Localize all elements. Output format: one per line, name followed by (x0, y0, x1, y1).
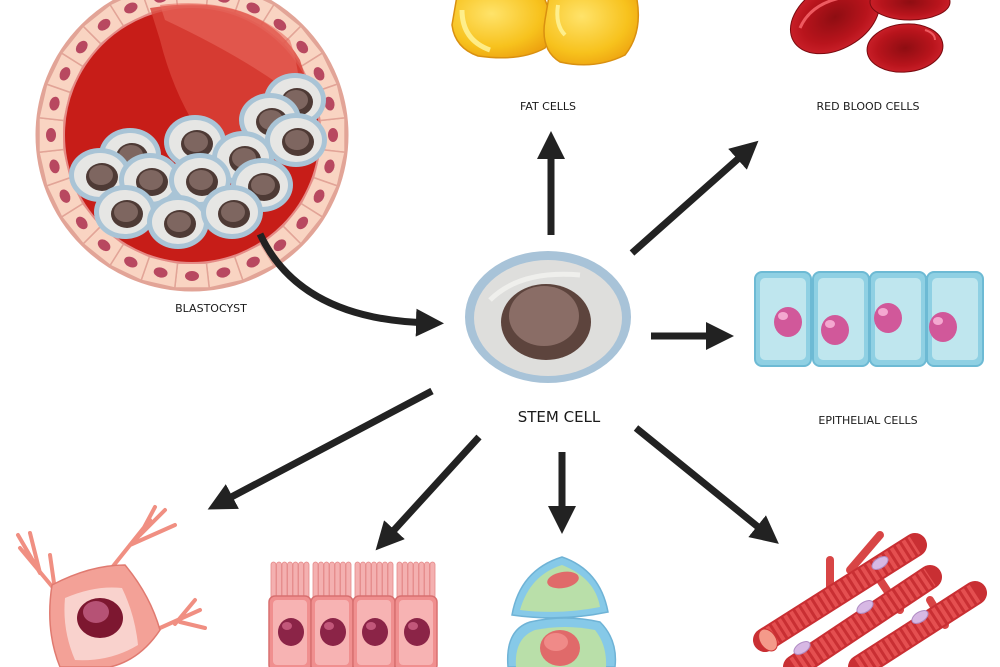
ciliated-nucleus (278, 618, 304, 646)
cilium (424, 561, 430, 601)
cilium (323, 561, 330, 601)
ciliated-nucleus (362, 618, 388, 646)
trophoblast-nucleus (46, 128, 56, 142)
blastocyst (35, 0, 349, 292)
cilium (360, 561, 366, 601)
trophoblast-nucleus (313, 67, 325, 81)
arrow-to-muscle-cells (633, 425, 779, 544)
cilium (303, 561, 310, 601)
cilium (345, 561, 352, 601)
trophoblast-nucleus (97, 18, 111, 31)
trophoblast-nucleus (75, 40, 88, 54)
trophoblast-nucleus (153, 0, 168, 3)
cilium (376, 561, 383, 601)
cilium (318, 561, 324, 601)
cilium (418, 561, 425, 601)
trophoblast-nucleus (153, 267, 168, 278)
cilium (298, 561, 304, 601)
trophoblast-nucleus (324, 96, 335, 111)
fat-cells (451, 0, 640, 66)
cilium (396, 561, 403, 601)
cilium (429, 561, 436, 601)
muscle-nucleus (793, 641, 811, 655)
muscle-branch (846, 531, 884, 574)
trophoblast-nucleus (97, 239, 111, 252)
muscle-nucleus (911, 610, 929, 624)
ciliated-nucleus (404, 618, 430, 646)
trophoblast-nucleus (216, 267, 231, 278)
epithelial-nucleus (874, 303, 902, 333)
muscle-nucleus (856, 600, 874, 614)
epithelial-nucleus (929, 312, 957, 342)
trophoblast-nucleus (296, 216, 309, 230)
cilium (371, 561, 377, 601)
cilium (365, 561, 372, 601)
trophoblast-nucleus (313, 189, 325, 203)
cilium (402, 561, 408, 601)
label-fat-cells: FAT CELLS (519, 100, 577, 113)
stem-cell (465, 251, 631, 383)
ciliated-nucleus (320, 618, 346, 646)
label-stem-cell: STEM CELL (517, 408, 601, 426)
trophoblast-nucleus (49, 96, 60, 111)
cilium (382, 561, 388, 601)
trophoblast-nucleus (296, 40, 309, 54)
label-red-blood-cells: RED BLOOD CELLS (816, 100, 920, 113)
cilium (354, 561, 361, 601)
trophoblast-nucleus (49, 159, 60, 174)
cilium (292, 561, 299, 601)
trophoblast-nucleus (59, 189, 71, 203)
trophoblast-nucleus (324, 159, 335, 174)
cilium (387, 561, 394, 601)
cilium (334, 561, 341, 601)
cartilage-cell (506, 556, 617, 667)
epithelial-nucleus (774, 307, 802, 337)
trophoblast-nucleus (273, 18, 287, 31)
cilium (270, 561, 277, 601)
arrow-to-red-blood-cells (629, 140, 759, 256)
trophoblast-nucleus (246, 256, 260, 268)
arrows (207, 131, 779, 551)
trophoblast-nucleus (216, 0, 231, 3)
muscle-fibre-end (758, 628, 778, 652)
inner-cell-mass (69, 73, 327, 249)
cilium (281, 561, 288, 601)
cilium (340, 561, 346, 601)
cilium (276, 561, 282, 601)
trophoblast-nucleus (328, 128, 338, 142)
trophoblast-nucleus (246, 2, 260, 14)
muscle-nucleus (871, 556, 889, 570)
epithelial-nucleus (821, 315, 849, 345)
arrow-blastocyst-to-stem (256, 232, 444, 337)
muscle-cells (753, 531, 987, 667)
arrow-to-nerve-cell (207, 387, 434, 510)
trophoblast-cells (38, 0, 346, 289)
cilium (312, 561, 319, 601)
label-epithelial-cells: EPITHELIAL CELLS (818, 414, 918, 427)
trophoblast-nucleus (75, 216, 88, 230)
trophoblast-nucleus (185, 271, 199, 281)
ciliated-epithelial-cells (268, 561, 438, 667)
trophoblast-nucleus (59, 67, 71, 81)
trophoblast-nucleus (273, 239, 287, 252)
cilium (413, 561, 419, 601)
trophoblast-nucleus (124, 2, 138, 14)
label-blastocyst: BLASTOCYST (175, 302, 247, 315)
cilium (329, 561, 335, 601)
cilium (407, 561, 414, 601)
trophoblast-nucleus (124, 256, 138, 268)
arrow-to-ciliated-cells (375, 434, 482, 551)
epithelial-cells (754, 271, 984, 367)
cilium (287, 561, 293, 601)
nerve-cell (16, 505, 207, 667)
red-blood-cells (789, 0, 951, 73)
